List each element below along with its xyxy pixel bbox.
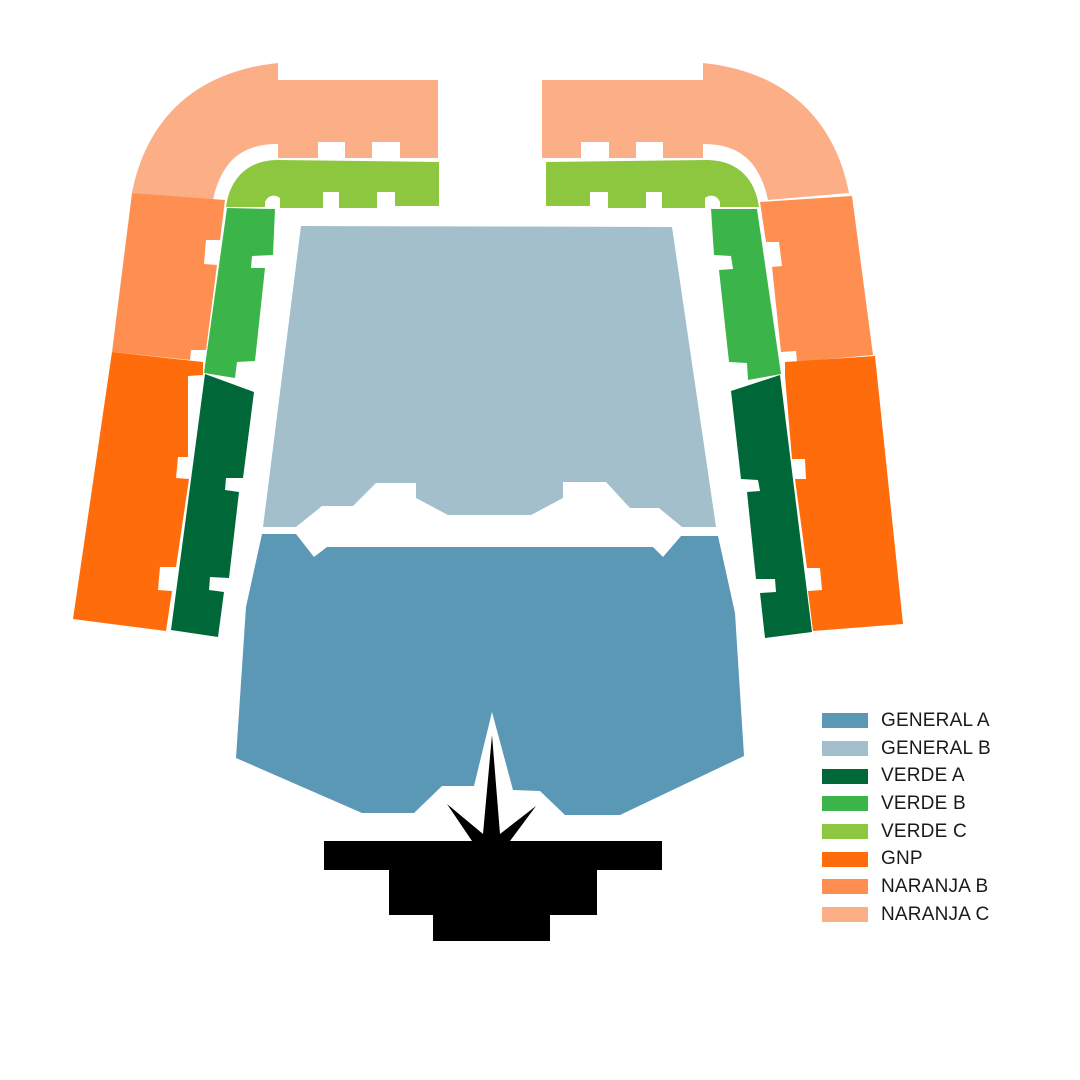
section-naranja-b-left[interactable] <box>112 193 225 360</box>
legend-swatch-verde-a <box>822 768 868 784</box>
legend-label: VERDE A <box>881 765 965 787</box>
legend-swatch-general-a <box>822 713 868 729</box>
legend-item-general-a[interactable]: GENERAL A <box>822 707 1062 735</box>
legend-label: GNP <box>881 848 923 870</box>
section-verde-a-left[interactable] <box>171 374 254 637</box>
legend-item-verde-a[interactable]: VERDE A <box>822 762 1062 790</box>
stage <box>324 735 662 941</box>
section-naranja-c-right[interactable] <box>542 63 849 200</box>
legend-item-naranja-b[interactable]: NARANJA B <box>822 873 1062 901</box>
section-verde-b-right[interactable] <box>711 209 781 380</box>
section-gnp-left[interactable] <box>73 352 203 631</box>
legend-swatch-general-b <box>822 741 868 757</box>
legend-item-naranja-c[interactable]: NARANJA C <box>822 901 1062 929</box>
legend-label: NARANJA B <box>881 875 989 897</box>
legend-swatch-verde-b <box>822 796 868 812</box>
legend-item-verde-b[interactable]: VERDE B <box>822 790 1062 818</box>
legend-item-gnp[interactable]: GNP <box>822 845 1062 873</box>
legend-label: VERDE C <box>881 820 967 842</box>
section-gnp-right[interactable] <box>785 356 903 631</box>
legend-swatch-verde-c <box>822 824 868 840</box>
legend-swatch-gnp <box>822 851 868 867</box>
section-verde-c-right[interactable] <box>546 160 759 208</box>
section-verde-c-left[interactable] <box>226 160 439 208</box>
legend-label: NARANJA C <box>881 903 990 925</box>
legend: GENERAL A GENERAL B VERDE A VERDE B VERDE C G… <box>822 707 1062 929</box>
section-naranja-c-left[interactable] <box>132 63 438 200</box>
legend-item-verde-c[interactable]: VERDE C <box>822 818 1062 846</box>
legend-label: GENERAL B <box>881 737 991 759</box>
legend-item-general-b[interactable]: GENERAL B <box>822 735 1062 763</box>
section-naranja-b-right[interactable] <box>760 196 873 362</box>
section-general-b[interactable] <box>263 226 716 527</box>
section-verde-a-right[interactable] <box>731 375 812 638</box>
legend-label: GENERAL A <box>881 709 990 731</box>
section-verde-b-left[interactable] <box>204 208 275 378</box>
legend-swatch-naranja-c <box>822 907 868 923</box>
legend-label: VERDE B <box>881 792 966 814</box>
section-general-a[interactable] <box>236 534 744 815</box>
legend-swatch-naranja-b <box>822 879 868 895</box>
